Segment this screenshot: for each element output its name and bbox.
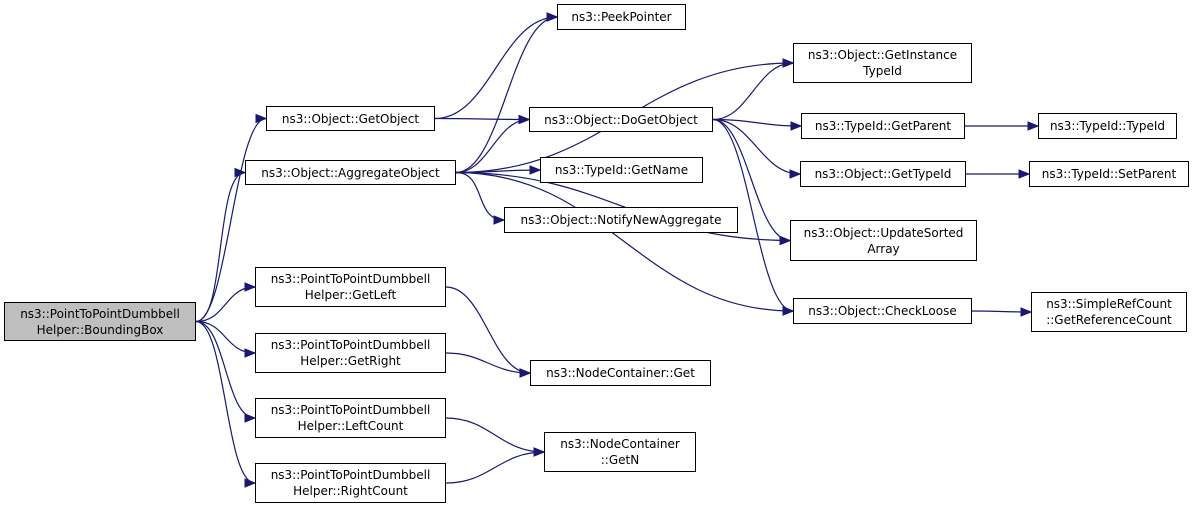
edge-aggregate_object-to-check_loose	[455, 171, 794, 312]
node-update-sorted-array[interactable]: ns3::Object::UpdateSorted Array	[790, 220, 977, 261]
node-get-left-line-2: Helper::GetLeft	[304, 288, 397, 302]
node-left-count[interactable]: ns3::PointToPointDumbbell Helper::LeftCo…	[255, 398, 446, 438]
node-peek-pointer[interactable]: ns3::PeekPointer	[557, 4, 686, 30]
node-typeid-set-parent-label: ns3::TypeId::SetParent	[1041, 167, 1177, 181]
arrowhead-node_container_get	[519, 368, 532, 378]
node-node-container-getn-line-2: ::GetN	[600, 453, 640, 467]
arrowhead-update_sorted_array	[779, 235, 792, 246]
node-update-sorted-array-line-1: ns3::Object::UpdateSorted	[803, 225, 964, 240]
node-left-count-line-1: ns3::PointToPointDumbbell	[270, 403, 431, 417]
node-get-right-line-2: Helper::GetRight	[300, 354, 401, 368]
node-aggregate-object-label: ns3::Object::AggregateObject	[261, 165, 440, 180]
arrowhead-notify_new_aggregate	[493, 215, 506, 225]
node-object-get-typeid[interactable]: ns3::Object::GetTypeId	[800, 161, 966, 187]
node-get-left[interactable]: ns3::PointToPointDumbbell Helper::GetLef…	[255, 267, 446, 307]
arrowhead-typeid_set_parent	[1018, 169, 1031, 179]
arrowhead-right_count	[244, 478, 257, 488]
edge-do_get_object-to-typeid_get_parent	[712, 118, 802, 127]
arrowhead-object_get_typeid	[789, 169, 802, 179]
node-get-reference-count[interactable]: ns3::SimpleRefCount ::GetReferenceCount	[1031, 292, 1187, 332]
node-left-count-line-2: Helper::LeftCount	[297, 419, 404, 433]
node-get-object-label: ns3::Object::GetObject	[281, 111, 420, 126]
node-typeid-get-parent[interactable]: ns3::TypeId::GetParent	[801, 113, 965, 139]
node-check-loose[interactable]: ns3::Object::CheckLoose	[793, 298, 972, 324]
node-typeid-typeid[interactable]: ns3::TypeId::TypeId	[1038, 113, 1177, 139]
arrowhead-do_get_object	[518, 114, 531, 125]
arrowhead-typeid_get_name	[529, 165, 542, 175]
arrowhead-get_reference_count	[1020, 307, 1033, 317]
node-peek-pointer-label: ns3::PeekPointer	[571, 10, 672, 24]
node-get-left-line-1: ns3::PointToPointDumbbell	[270, 272, 431, 286]
node-right-count[interactable]: ns3::PointToPointDumbbell Helper::RightC…	[255, 463, 446, 503]
node-get-instance-typeid-line-2: TypeId	[863, 64, 902, 78]
edge-get_right-to-node_container_get	[445, 352, 531, 374]
arrowhead-peek_pointer	[546, 12, 559, 22]
edge-aggregate_object-to-update_sorted_array	[455, 171, 791, 242]
node-get-reference-count-line-1: ns3::SimpleRefCount	[1046, 297, 1172, 311]
arrowhead-node_container_getn	[533, 447, 546, 457]
node-right-count-line-2: Helper::RightCount	[293, 484, 408, 498]
arrowhead-check_loose	[782, 306, 795, 316]
arrowhead-typeid_get_parent	[790, 121, 803, 131]
edge-bounding_box-to-aggregate_object	[195, 171, 246, 323]
node-typeid-get-name-label: ns3::TypeId::GetName	[554, 163, 689, 177]
node-get-right[interactable]: ns3::PointToPointDumbbell Helper::GetRig…	[255, 333, 446, 373]
arrowhead-get_object	[255, 113, 268, 124]
arrowhead-typeid_typeid	[1027, 121, 1040, 131]
node-get-right-line-1: ns3::PointToPointDumbbell	[270, 338, 431, 352]
node-do-get-object-label: ns3::Object::DoGetObject	[544, 112, 698, 127]
edge-do_get_object-to-update_sorted_array	[712, 118, 791, 242]
node-node-container-get-label: ns3::NodeContainer::Get	[546, 366, 695, 380]
edge-do_get_object-to-get_instance_typeid	[712, 62, 794, 121]
node-bounding-box-line-1: ns3::PointToPointDumbbell	[20, 306, 180, 321]
node-bounding-box: ns3::PointToPointDumbbell Helper::Boundi…	[4, 302, 196, 341]
node-typeid-typeid-label: ns3::TypeId::TypeId	[1049, 119, 1166, 133]
node-bounding-box-line-2: Helper::BoundingBox	[36, 322, 164, 337]
node-get-reference-count-line-2: ::GetReferenceCount	[1046, 313, 1172, 327]
node-typeid-get-parent-label: ns3::TypeId::GetParent	[814, 119, 952, 133]
edge-bounding_box-to-right_count	[195, 320, 256, 484]
edge-do_get_object-to-object_get_typeid	[712, 118, 801, 175]
edge-right_count-to-node_container_getn	[445, 451, 545, 484]
node-check-loose-label: ns3::Object::CheckLoose	[808, 304, 957, 318]
node-notify-new-aggregate-label: ns3::Object::NotifyNewAggregate	[520, 213, 722, 227]
node-object-get-typeid-label: ns3::Object::GetTypeId	[814, 167, 952, 181]
edge-get_left-to-node_container_get	[445, 286, 531, 374]
arrowhead-aggregate_object	[234, 167, 247, 178]
node-typeid-set-parent[interactable]: ns3::TypeId::SetParent	[1029, 161, 1189, 187]
node-update-sorted-array-line-2: Array	[867, 241, 900, 256]
node-right-count-line-1: ns3::PointToPointDumbbell	[270, 468, 431, 482]
node-node-container-getn-line-1: ns3::NodeContainer	[560, 437, 680, 451]
edge-get_object-to-peek_pointer	[434, 16, 558, 120]
arrowhead-get_left	[244, 282, 257, 292]
arrowhead-get_instance_typeid	[782, 58, 795, 68]
edge-do_get_object-to-check_loose	[712, 118, 794, 312]
node-aggregate-object[interactable]: ns3::Object::AggregateObject	[245, 160, 456, 185]
node-node-container-getn[interactable]: ns3::NodeContainer ::GetN	[544, 432, 696, 472]
arrowhead-get_right	[244, 348, 257, 358]
edge-left_count-to-node_container_getn	[445, 417, 545, 453]
node-notify-new-aggregate[interactable]: ns3::Object::NotifyNewAggregate	[504, 207, 738, 233]
node-get-instance-typeid-line-1: ns3::Object::GetInstance	[807, 48, 958, 62]
node-typeid-get-name[interactable]: ns3::TypeId::GetName	[540, 157, 703, 183]
node-node-container-get[interactable]: ns3::NodeContainer::Get	[530, 360, 711, 386]
edge-aggregate_object-to-peek_pointer	[455, 16, 558, 174]
arrowhead-left_count	[244, 413, 257, 423]
edge-get_object-to-do_get_object	[434, 117, 530, 121]
